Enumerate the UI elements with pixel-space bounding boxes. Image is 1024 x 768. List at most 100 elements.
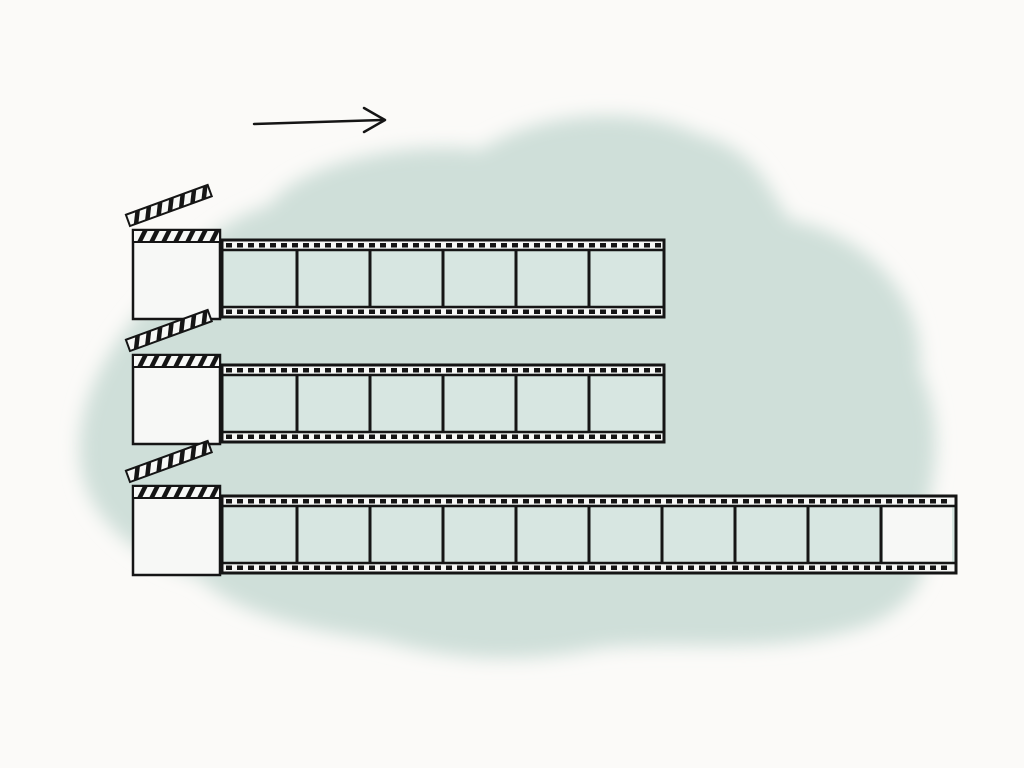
sprocket-hole bbox=[325, 368, 331, 373]
sprocket-hole bbox=[435, 243, 441, 248]
sprocket-hole bbox=[424, 368, 430, 373]
sprocket-hole bbox=[501, 565, 507, 570]
sprocket-hole bbox=[424, 499, 430, 504]
sprocket-hole bbox=[765, 499, 771, 504]
sprocket-hole bbox=[600, 434, 606, 439]
slate-stripe bbox=[149, 486, 160, 498]
sprocket-hole bbox=[743, 565, 749, 570]
sprocket-hole bbox=[611, 243, 617, 248]
sprocket-hole bbox=[545, 565, 551, 570]
sprocket-hole bbox=[226, 499, 232, 504]
sprocket-hole bbox=[655, 434, 661, 439]
sprocket-hole bbox=[556, 309, 562, 314]
sprocket-hole bbox=[853, 565, 859, 570]
clapper-arm bbox=[124, 439, 214, 484]
sprocket-hole bbox=[281, 499, 287, 504]
sprocket-hole bbox=[347, 309, 353, 314]
sprocket-hole bbox=[369, 243, 375, 248]
sprocket-hole bbox=[347, 565, 353, 570]
sprocket-hole bbox=[589, 309, 595, 314]
sprocket-hole bbox=[897, 499, 903, 504]
clapper-arm bbox=[124, 183, 214, 228]
sprocket-hole bbox=[776, 565, 782, 570]
sprocket-hole bbox=[919, 565, 925, 570]
sprocket-hole bbox=[270, 499, 276, 504]
sprocket-hole bbox=[721, 565, 727, 570]
sprocket-hole bbox=[820, 499, 826, 504]
sprocket-hole bbox=[369, 565, 375, 570]
sprocket-hole bbox=[534, 565, 540, 570]
sprocket-hole bbox=[226, 368, 232, 373]
sprocket-hole bbox=[314, 309, 320, 314]
sprocket-hole bbox=[688, 499, 694, 504]
sprocket-hole bbox=[523, 368, 529, 373]
sprocket-hole bbox=[897, 565, 903, 570]
sprocket-hole bbox=[369, 499, 375, 504]
sprocket-hole bbox=[809, 499, 815, 504]
sprocket-hole bbox=[259, 499, 265, 504]
sprocket-hole bbox=[479, 499, 485, 504]
sprocket-hole bbox=[292, 368, 298, 373]
clapper-stripe bbox=[190, 314, 197, 330]
sprocket-hole bbox=[798, 499, 804, 504]
sprocket-hole bbox=[831, 499, 837, 504]
sprocket-hole bbox=[600, 565, 606, 570]
sprocket-hole bbox=[413, 243, 419, 248]
sprocket-hole bbox=[237, 368, 243, 373]
clapper-stripe bbox=[133, 334, 140, 350]
sprocket-band-bottom bbox=[223, 433, 663, 441]
film-strip bbox=[220, 238, 666, 319]
sprocket-hole bbox=[358, 243, 364, 248]
clapper-stripe bbox=[178, 193, 186, 209]
sprocket-hole bbox=[523, 565, 529, 570]
sprocket-hole bbox=[688, 565, 694, 570]
sprocket-hole bbox=[512, 565, 518, 570]
sprocket-hole bbox=[402, 309, 408, 314]
sprocket-hole bbox=[248, 243, 254, 248]
sprocket-hole bbox=[369, 309, 375, 314]
clapper-stripe bbox=[167, 322, 174, 338]
sprocket-hole bbox=[545, 368, 551, 373]
sprocket-hole bbox=[732, 499, 738, 504]
clapper-stripe bbox=[190, 189, 197, 205]
sprocket-hole bbox=[523, 434, 529, 439]
sprocket-hole bbox=[248, 499, 254, 504]
sprocket-hole bbox=[380, 434, 386, 439]
frame-blank bbox=[883, 507, 952, 562]
clapper-stripe bbox=[133, 209, 140, 225]
sprocket-hole bbox=[303, 499, 309, 504]
sprocket-hole bbox=[490, 243, 496, 248]
slate-stripe bbox=[209, 230, 220, 242]
sprocket-hole bbox=[413, 565, 419, 570]
sprocket-hole bbox=[435, 309, 441, 314]
sprocket-hole bbox=[446, 243, 452, 248]
sprocket-hole bbox=[765, 565, 771, 570]
sprocket-hole bbox=[545, 243, 551, 248]
sprocket-hole bbox=[512, 434, 518, 439]
sprocket-hole bbox=[358, 499, 364, 504]
sprocket-hole bbox=[237, 243, 243, 248]
sprocket-hole bbox=[512, 499, 518, 504]
sprocket-hole bbox=[479, 368, 485, 373]
sprocket-hole bbox=[622, 434, 628, 439]
clapper-stripe bbox=[167, 453, 174, 469]
sprocket-band-bottom bbox=[223, 308, 663, 316]
sprocket-hole bbox=[655, 565, 661, 570]
sprocket-hole bbox=[644, 368, 650, 373]
sprocket-hole bbox=[875, 565, 881, 570]
sprocket-hole bbox=[886, 499, 892, 504]
slate-stripe bbox=[161, 486, 172, 498]
sprocket-hole bbox=[666, 565, 672, 570]
sprocket-hole bbox=[512, 309, 518, 314]
sprocket-hole bbox=[270, 565, 276, 570]
clapper-stripe bbox=[156, 201, 163, 217]
sprocket-hole bbox=[303, 368, 309, 373]
sprocket-hole bbox=[886, 565, 892, 570]
sprocket-hole bbox=[633, 565, 639, 570]
sprocket-hole bbox=[248, 309, 254, 314]
sprocket-hole bbox=[347, 434, 353, 439]
sprocket-hole bbox=[556, 499, 562, 504]
sprocket-hole bbox=[457, 499, 463, 504]
slate-stripe bbox=[137, 230, 148, 242]
